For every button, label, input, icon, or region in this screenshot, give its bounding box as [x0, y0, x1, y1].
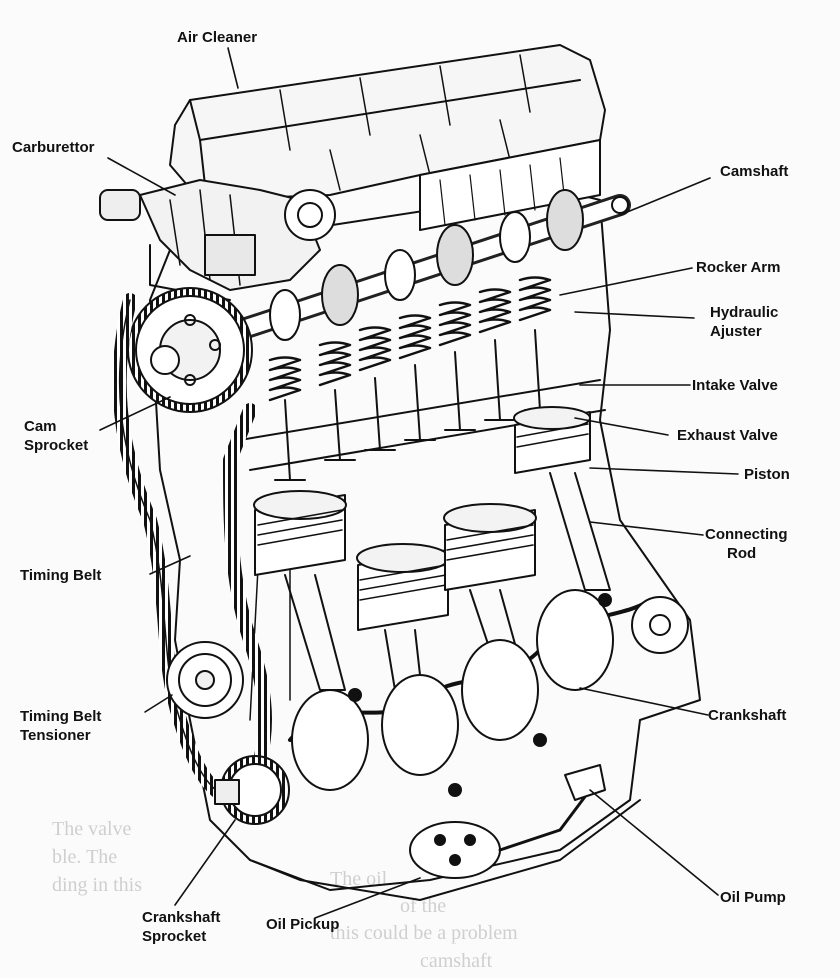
label-air-cleaner: Air Cleaner [177, 29, 258, 46]
pistons [253, 406, 591, 631]
cam-sprocket [127, 287, 253, 413]
label-timing-belt: Timing Belt [20, 567, 102, 584]
label-carburettor: Carburettor [12, 139, 95, 156]
label-piston: Piston [744, 466, 790, 483]
valve-springs [268, 276, 552, 402]
label-connecting-rod: Connecting Rod [705, 526, 788, 562]
bleed-text-7: camshaft [420, 950, 493, 972]
bleed-text-3: ding in this [52, 874, 143, 896]
label-cam-sprocket: Cam Sprocket [24, 418, 89, 454]
label-timing-belt-tensioner: Timing Belt Tensioner [20, 708, 102, 744]
crankshaft [288, 589, 689, 797]
label-exhaust-valve: Exhaust Valve [677, 427, 778, 444]
camshaft [229, 189, 631, 341]
label-hydraulic-ajuster: Hydraulic Ajuster [710, 304, 779, 340]
carburettor-assembly [99, 179, 336, 301]
air-cleaner-housing [169, 44, 606, 231]
leader-lines [99, 47, 739, 919]
bleed-text-2: ble. The [52, 846, 118, 868]
oil-sump [249, 764, 641, 901]
label-intake-valve: Intake Valve [692, 377, 778, 394]
label-oil-pickup: Oil Pickup [266, 916, 340, 933]
bleed-text-5: of the [400, 895, 447, 917]
valves [274, 329, 556, 481]
label-camshaft: Camshaft [720, 163, 789, 180]
bleed-text-6: this could be a problem [330, 922, 518, 944]
bleed-text-1: The valve [52, 818, 132, 840]
crankshaft-sprocket [214, 755, 290, 825]
label-oil-pump: Oil Pump [720, 889, 786, 906]
timing-belt-tensioner [166, 641, 244, 719]
label-crankshaft-sprocket: Crankshaft Sprocket [142, 909, 221, 945]
bleed-text-4: The oil [330, 868, 388, 890]
label-crankshaft: Crankshaft [708, 707, 787, 724]
label-rocker-arm: Rocker Arm [696, 259, 781, 276]
